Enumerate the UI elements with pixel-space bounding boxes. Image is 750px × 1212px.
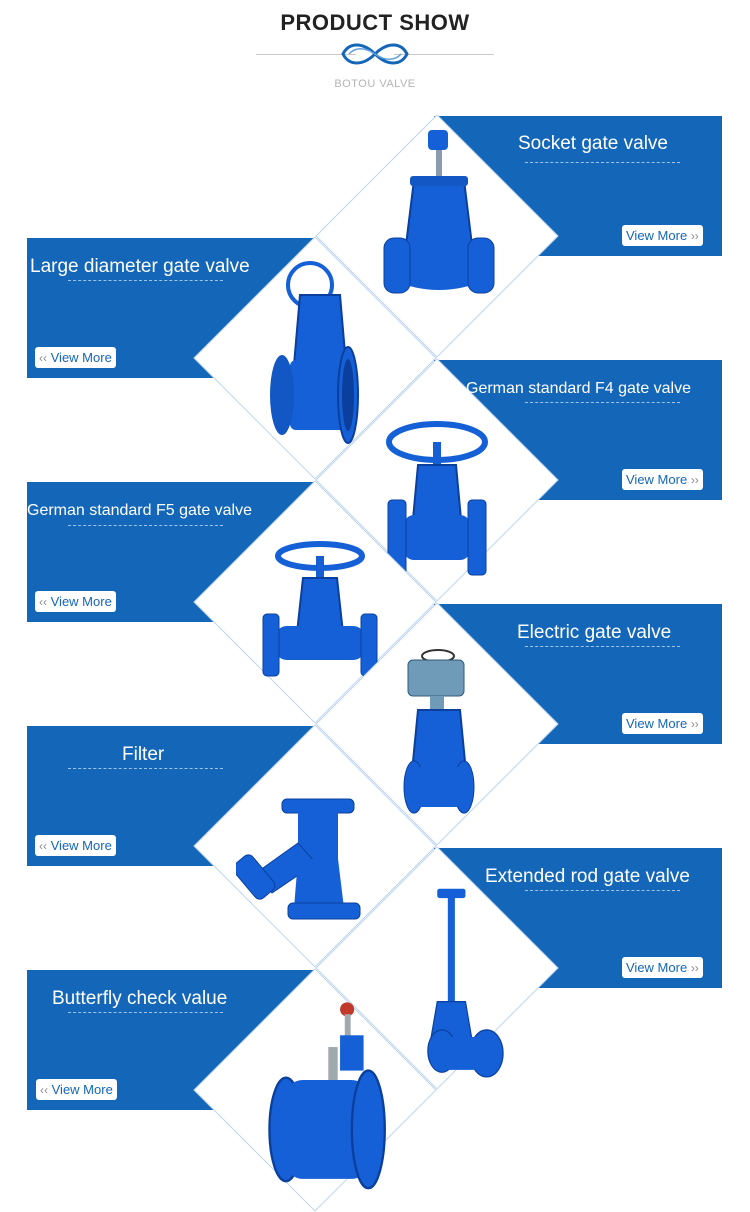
title-underline [525,890,680,891]
filter-valve-image [236,798,361,920]
butterfly-check-valve-image [268,1002,386,1190]
view-more-button[interactable]: ‹‹ View More [35,591,116,612]
view-more-button[interactable]: ‹‹ View More [35,347,116,368]
product-title: German standard F4 gate valve [466,380,692,397]
view-more-button[interactable]: View More ›› [622,713,703,734]
double-chevron-right-icon: ›› [690,473,699,487]
title-underline [68,525,223,526]
title-underline [68,280,223,281]
f4-gate-valve-image [386,421,488,576]
large-diameter-gate-valve-image [270,261,359,444]
product-title: German standard F5 gate valve [27,502,253,519]
f5-gate-valve-image [262,541,378,677]
section-header: PRODUCT SHOW BOTOU VALVE [0,0,750,110]
wave-logo-icon [341,43,409,65]
double-chevron-left-icon: ‹‹ [39,839,47,853]
view-more-button[interactable]: ‹‹ View More [36,1079,117,1100]
title-underline [525,402,680,403]
socket-gate-valve-image [383,130,495,294]
view-more-button[interactable]: View More ›› [622,225,703,246]
title-underline [525,646,680,647]
extended-rod-gate-valve-image [427,888,504,1078]
product-title: Socket gate valve [518,133,668,154]
title-underline [68,1012,223,1013]
electric-gate-valve-image [403,649,475,814]
page-subtitle: BOTOU VALVE [334,78,416,90]
product-title: Filter [122,744,165,765]
divider-right [394,54,494,55]
double-chevron-right-icon: ›› [690,229,699,243]
double-chevron-left-icon: ‹‹ [39,595,47,609]
view-more-button[interactable]: View More ›› [622,957,703,978]
double-chevron-left-icon: ‹‹ [40,1083,48,1097]
view-more-button[interactable]: View More ›› [622,469,703,490]
page-title: PRODUCT SHOW [280,10,470,35]
product-title: Electric gate valve [517,622,672,643]
product-title: Extended rod gate valve [485,866,690,887]
product-title: Large diameter gate valve [30,256,250,277]
double-chevron-right-icon: ›› [690,961,699,975]
view-more-button[interactable]: ‹‹ View More [35,835,116,856]
product-title: Butterfly check value [52,988,228,1009]
title-underline [68,768,223,769]
divider-left [256,54,356,55]
title-underline [525,162,680,163]
double-chevron-left-icon: ‹‹ [39,351,47,365]
double-chevron-right-icon: ›› [690,717,699,731]
